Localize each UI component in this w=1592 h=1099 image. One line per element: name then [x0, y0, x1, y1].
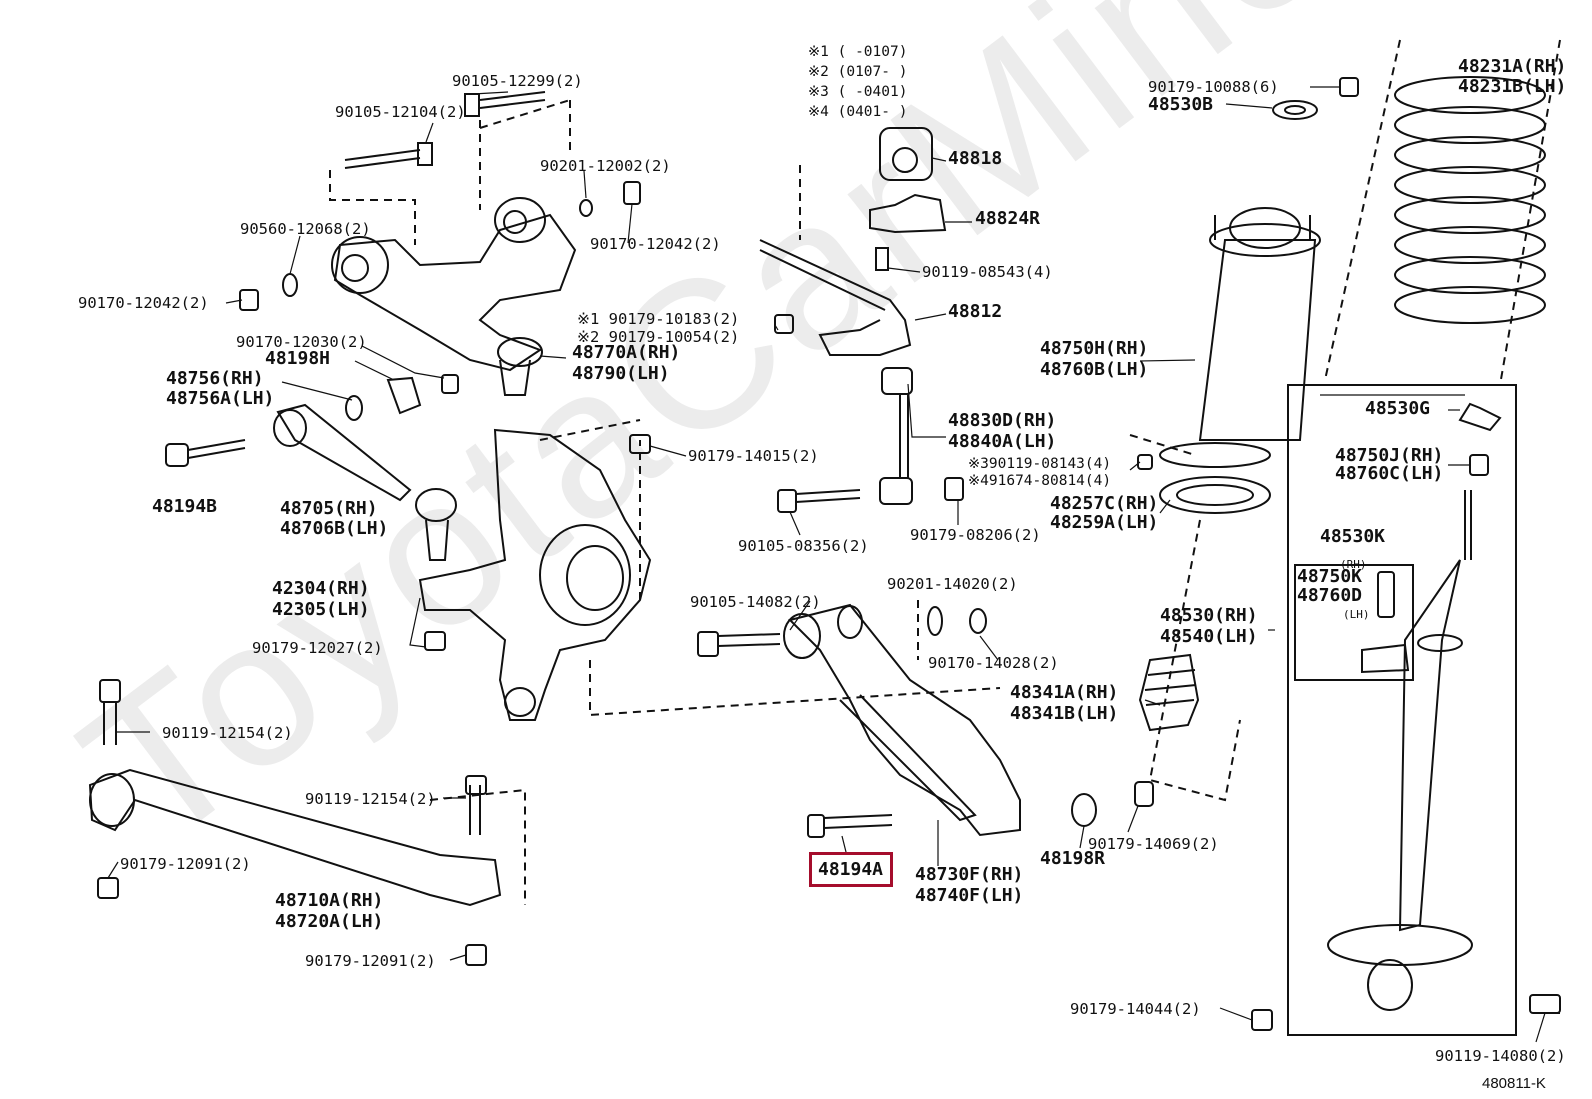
- part-label[interactable]: 90119-14080(2): [1435, 1047, 1566, 1065]
- part-label[interactable]: 90170-12042(2): [78, 294, 209, 312]
- subassembly-rh-tag: (RH): [1340, 558, 1367, 571]
- stabilizer-bar: [759, 239, 912, 356]
- part-label[interactable]: 90105-08356(2): [738, 537, 869, 555]
- part-label[interactable]: 48198H: [265, 348, 331, 369]
- part-label[interactable]: 42305(LH): [272, 599, 370, 620]
- part-label[interactable]: 48705(RH): [280, 498, 378, 519]
- highlighted-part-label: 48194A: [818, 859, 884, 880]
- part-label[interactable]: 90201-14020(2): [887, 575, 1018, 593]
- lower-arm-shape: [788, 603, 1021, 837]
- part-label[interactable]: 48840A(LH): [948, 431, 1057, 452]
- diagram-code: 480811-K: [1482, 1075, 1546, 1092]
- part-label[interactable]: 90119-12154(2): [305, 790, 436, 808]
- note-1: ※1 ( -0107): [808, 44, 908, 60]
- part-label[interactable]: 48770A(RH): [572, 342, 681, 363]
- part-label[interactable]: 48706B(LH): [280, 518, 389, 539]
- part-label[interactable]: 90179-08206(2): [910, 526, 1041, 544]
- part-label[interactable]: 48530K: [1320, 526, 1386, 547]
- lateral-arm-shape: [88, 768, 502, 907]
- toe-arm-shape: [276, 403, 412, 502]
- part-label[interactable]: 90119-12154(2): [162, 724, 293, 742]
- part-label[interactable]: 90170-12042(2): [590, 235, 721, 253]
- part-label[interactable]: 48756(RH): [166, 368, 264, 389]
- part-label[interactable]: 48812: [948, 301, 1003, 322]
- upper-arm-shape: [333, 213, 577, 372]
- highlighted-part-box[interactable]: 48194A: [809, 852, 893, 887]
- part-label[interactable]: 48720A(LH): [275, 911, 384, 932]
- part-label[interactable]: 48760B(LH): [1040, 359, 1149, 380]
- part-label[interactable]: 48530(RH): [1160, 605, 1258, 626]
- part-label[interactable]: 48341A(RH): [1010, 682, 1119, 703]
- part-label[interactable]: 48540(LH): [1160, 626, 1258, 647]
- coil-spring: [1394, 76, 1546, 324]
- part-label[interactable]: ※390119-08143(4): [968, 456, 1112, 472]
- part-label[interactable]: 90560-12068(2): [240, 220, 371, 238]
- variant-notes: ※1 ( -0107) ※2 (0107- ) ※3 ( -0401) ※4 (…: [808, 42, 907, 122]
- part-label[interactable]: 48824R: [975, 208, 1041, 229]
- part-label[interactable]: 48194B: [152, 496, 218, 517]
- part-label[interactable]: ※491674-80814(4): [968, 473, 1112, 489]
- part-label[interactable]: ※1 90179-10183(2): [577, 310, 740, 328]
- part-label[interactable]: 48231A(RH): [1458, 56, 1567, 77]
- part-label[interactable]: 48830D(RH): [948, 410, 1057, 431]
- part-label[interactable]: 48730F(RH): [915, 864, 1024, 885]
- part-label[interactable]: 48760D: [1297, 585, 1363, 606]
- knuckle-shape: [418, 428, 652, 721]
- part-label[interactable]: 48257C(RH): [1050, 493, 1159, 514]
- part-label[interactable]: 42304(RH): [272, 578, 370, 599]
- note-4: ※4 (0401- ): [808, 104, 908, 120]
- part-label[interactable]: 90170-14028(2): [928, 654, 1059, 672]
- part-label[interactable]: 48750K: [1297, 566, 1363, 587]
- part-label[interactable]: 48710A(RH): [275, 890, 384, 911]
- part-label[interactable]: 90179-14069(2): [1088, 835, 1219, 853]
- part-label[interactable]: 48790(LH): [572, 363, 670, 384]
- part-label[interactable]: 90179-12091(2): [120, 855, 251, 873]
- part-label[interactable]: 48530G: [1365, 398, 1431, 419]
- part-label[interactable]: 48818: [948, 148, 1003, 169]
- part-label[interactable]: 48760C(LH): [1335, 463, 1444, 484]
- part-label[interactable]: 90119-08543(4): [922, 263, 1053, 281]
- part-label[interactable]: 48259A(LH): [1050, 512, 1159, 533]
- shock-absorber-box: [1287, 384, 1517, 1036]
- part-label[interactable]: 90105-12299(2): [452, 72, 583, 90]
- part-label[interactable]: 90179-12091(2): [305, 952, 436, 970]
- part-label[interactable]: 48750H(RH): [1040, 338, 1149, 359]
- shock-body: [1198, 239, 1317, 441]
- part-label[interactable]: 90105-12104(2): [335, 103, 466, 121]
- part-label[interactable]: 90105-14082(2): [690, 593, 821, 611]
- part-label[interactable]: 48740F(LH): [915, 885, 1024, 906]
- part-label[interactable]: ※2 90179-10054(2): [577, 328, 740, 346]
- part-label[interactable]: 90179-14015(2): [688, 447, 819, 465]
- part-label[interactable]: 48756A(LH): [166, 388, 275, 409]
- bump-stop-shape: [1138, 653, 1200, 732]
- part-label[interactable]: 90170-12030(2): [236, 333, 367, 351]
- note-2: ※2 (0107- ): [808, 64, 908, 80]
- part-label[interactable]: 48231B(LH): [1458, 76, 1567, 97]
- part-label[interactable]: 90179-10088(6): [1148, 78, 1279, 96]
- part-label[interactable]: 90179-12027(2): [252, 639, 383, 657]
- subassembly-lh-tag: (LH): [1343, 608, 1370, 621]
- part-label[interactable]: 48750J(RH): [1335, 445, 1444, 466]
- part-label[interactable]: 48530B: [1148, 94, 1214, 115]
- part-label[interactable]: 48341B(LH): [1010, 703, 1119, 724]
- part-label[interactable]: 90179-14044(2): [1070, 1000, 1201, 1018]
- part-label[interactable]: 90201-12002(2): [540, 157, 671, 175]
- note-3: ※3 ( -0401): [808, 84, 908, 100]
- part-label[interactable]: 48198R: [1040, 848, 1106, 869]
